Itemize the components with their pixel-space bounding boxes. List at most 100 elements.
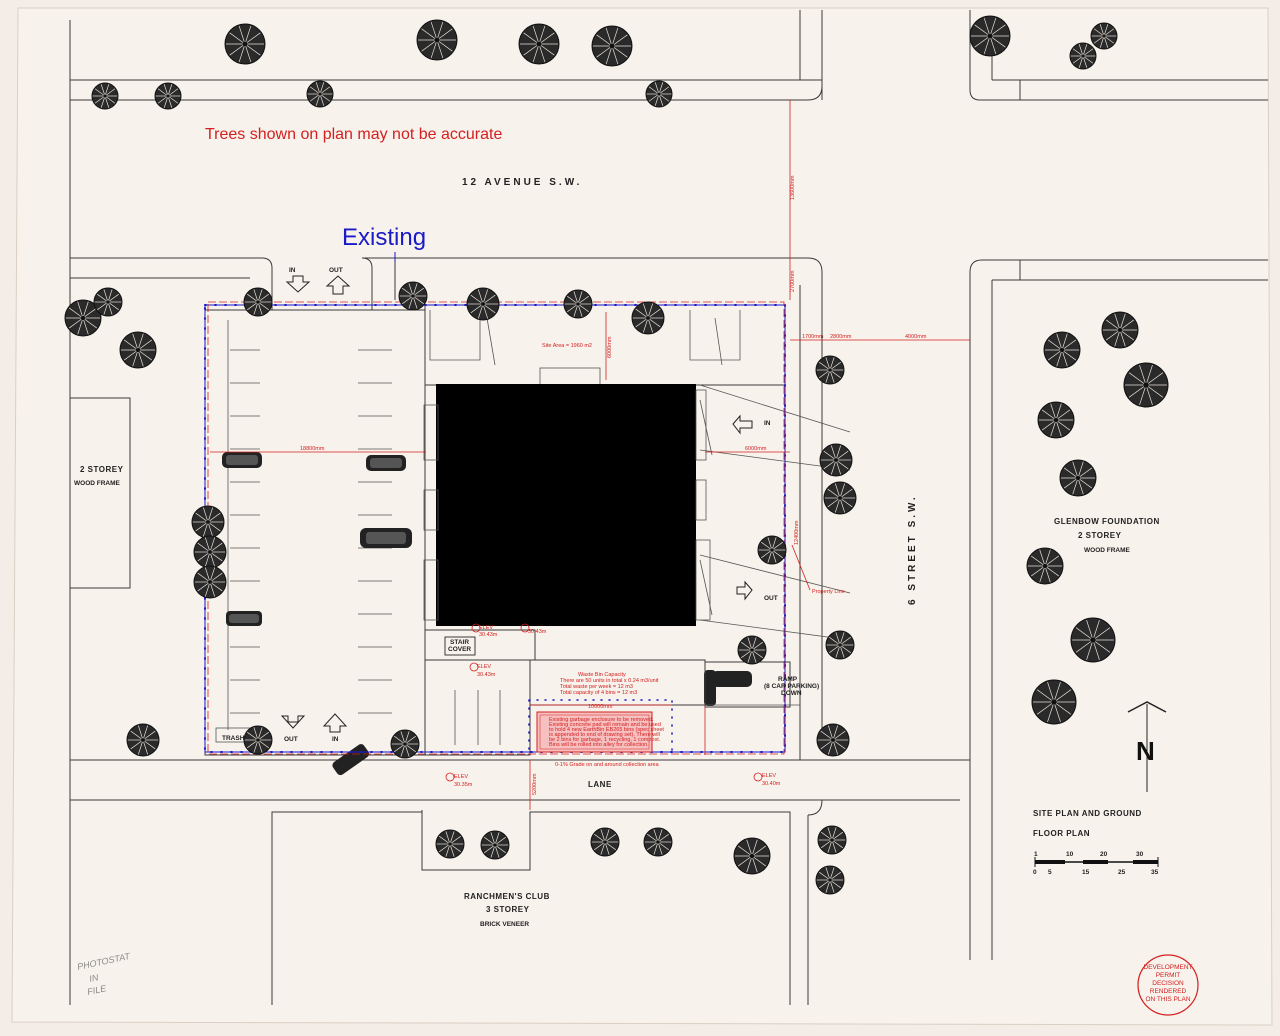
building-footprint: [423, 304, 851, 756]
elevation-marker-icon: [469, 662, 479, 672]
dimension-label: 6000mm: [745, 446, 767, 452]
scale-tick-label: 5: [1048, 869, 1052, 876]
north-label: N: [1136, 736, 1155, 766]
property-line-label: Property Line: [812, 589, 845, 595]
garbage-note-line: be 2 bins for garbage, 1 recycling, 1 co…: [549, 737, 661, 743]
scale-tick-label: 35: [1151, 869, 1159, 876]
stamp-line: DEVELOPMENT: [1143, 964, 1192, 971]
lane-label: LANE: [588, 780, 612, 789]
elevation-label: ELEV: [454, 774, 468, 780]
building-redacted: [436, 384, 696, 626]
scale-tick-label: 15: [1082, 869, 1090, 876]
south-neighbor-line1: RANCHMEN'S CLUB: [464, 892, 550, 901]
street-name-6-street: 6 STREET S.W.: [907, 494, 918, 605]
south-neighbor-line3: BRICK VENEER: [480, 921, 529, 928]
in-label: IN: [289, 267, 296, 274]
garbage-note-line: Existing concrete pad will remain and be…: [549, 722, 661, 728]
stamp-line: RENDERED: [1150, 988, 1187, 995]
arrow-right-icon: [736, 580, 753, 601]
dimension-label: 6000mm: [607, 336, 613, 358]
arrow-up-icon: [325, 275, 351, 295]
elevation-marker-icon: [753, 772, 763, 782]
out-label: OUT: [284, 736, 298, 743]
street-grid: [69, 10, 1268, 1005]
arrow-down-icon: [280, 715, 306, 729]
east-block-outline: [969, 259, 1268, 960]
trees-warning-note: Trees shown on plan may not be accurate: [205, 126, 502, 143]
street-name-12-avenue: 12 AVENUE S.W.: [462, 177, 582, 188]
out-label: OUT: [764, 595, 778, 602]
arrow-left-icon: [732, 414, 753, 435]
ramp-label: DOWN: [781, 690, 802, 697]
drawing-title-line1: SITE PLAN AND GROUND: [1033, 809, 1142, 818]
development-permit-stamp: [1137, 954, 1199, 1016]
handwriting-line: IN: [88, 972, 99, 984]
elevation-marker-icon: [520, 623, 530, 633]
trash-label: TRASH: [222, 735, 245, 742]
arrow-down-icon: [285, 275, 311, 293]
stair-cover-label: COVER: [448, 646, 471, 653]
grade-note: 0-1% Grade on and around collection area: [555, 762, 660, 768]
in-label: IN: [764, 420, 771, 427]
garbage-note-line: Bins will be rolled into alley for colle…: [549, 742, 649, 748]
south-neighbor-line2: 3 STOREY: [486, 905, 530, 914]
dimension-label: 12400mm: [794, 520, 800, 545]
dimension-label: 2800mm: [830, 334, 852, 340]
scale-tick-label: 10: [1066, 851, 1074, 858]
traffic-arrows: [280, 275, 753, 733]
stamp-line: ON THIS PLAN: [1145, 996, 1190, 1003]
west-neighbor-line1: 2 STOREY: [80, 465, 124, 474]
trees: [64, 15, 1169, 895]
stamp-line: PERMIT: [1156, 972, 1181, 979]
waste-capacity-line: There are 50 units in total x 0.24 m3/un…: [560, 678, 659, 684]
dimension-label: 4000mm: [905, 334, 927, 340]
dimension-label: 5200mm: [532, 773, 538, 795]
dimension-label: 18800mm: [300, 446, 325, 452]
scale-tick-label: 20: [1100, 851, 1108, 858]
garbage-note-line: to hold 4 new EarthBin EB265 bins (spec …: [549, 727, 664, 733]
dimension-label: 10000mm: [588, 704, 613, 710]
elevation-marker-icon: [471, 623, 481, 633]
elevation-marker-icon: [445, 772, 455, 782]
garbage-note-line: is appended to end of drawing set). Ther…: [549, 732, 660, 738]
existing-label: Existing: [342, 224, 426, 251]
west-neighbor-building: [69, 397, 131, 589]
waste-capacity-title: Waste Bin Capacity: [578, 672, 626, 678]
north-east-block: [969, 10, 1268, 101]
scale-tick-label: 30: [1136, 851, 1144, 858]
stamp-line: DECISION: [1152, 980, 1184, 987]
car-icon: [712, 671, 752, 687]
out-label: OUT: [329, 267, 343, 274]
scale-tick-label: 25: [1118, 869, 1126, 876]
site-area-label: Site Area = 1960 m2: [542, 343, 592, 349]
east-neighbor-line2: 2 STOREY: [1078, 531, 1122, 540]
waste-capacity-line: Total capacity of 4 bins = 12 m3: [560, 690, 637, 696]
drawing-title-line2: FLOOR PLAN: [1033, 829, 1090, 838]
scale-bar: [1034, 857, 1159, 867]
dimension-label: 1700mm: [802, 334, 824, 340]
elevation-label: ELEV: [762, 773, 776, 779]
stall-lines-right: [358, 349, 392, 714]
elevation-label: ELEV: [477, 664, 491, 670]
east-neighbor-line1: GLENBOW FOUNDATION: [1054, 517, 1160, 526]
west-neighbor-line2: WOOD FRAME: [74, 480, 121, 487]
in-label: IN: [332, 736, 339, 743]
car-icon: [704, 670, 716, 706]
dimension-label: 2700mm: [790, 270, 796, 292]
handwriting-line: FILE: [86, 983, 108, 997]
waste-capacity-line: Total waste per week = 12 m3: [560, 684, 633, 690]
stair-cover-label: STAIR: [450, 639, 469, 646]
ramp-label: (8 CAR PARKING): [764, 683, 819, 690]
north-arrow-icon: [1127, 701, 1167, 713]
dimension-label: 13600mm: [790, 175, 796, 200]
south-block: [271, 810, 423, 1005]
scale-tick-label: 1: [1034, 851, 1038, 858]
scale-tick-label: 0: [1033, 869, 1037, 876]
east-neighbor-line3: WOOD FRAME: [1084, 547, 1131, 554]
arrow-up-icon: [322, 713, 348, 733]
garbage-note-line: Existing garbage enclosure to be removed…: [549, 717, 654, 723]
elevation-value: 30.43m: [479, 632, 498, 638]
elevation-value: 30.43m: [477, 672, 496, 678]
